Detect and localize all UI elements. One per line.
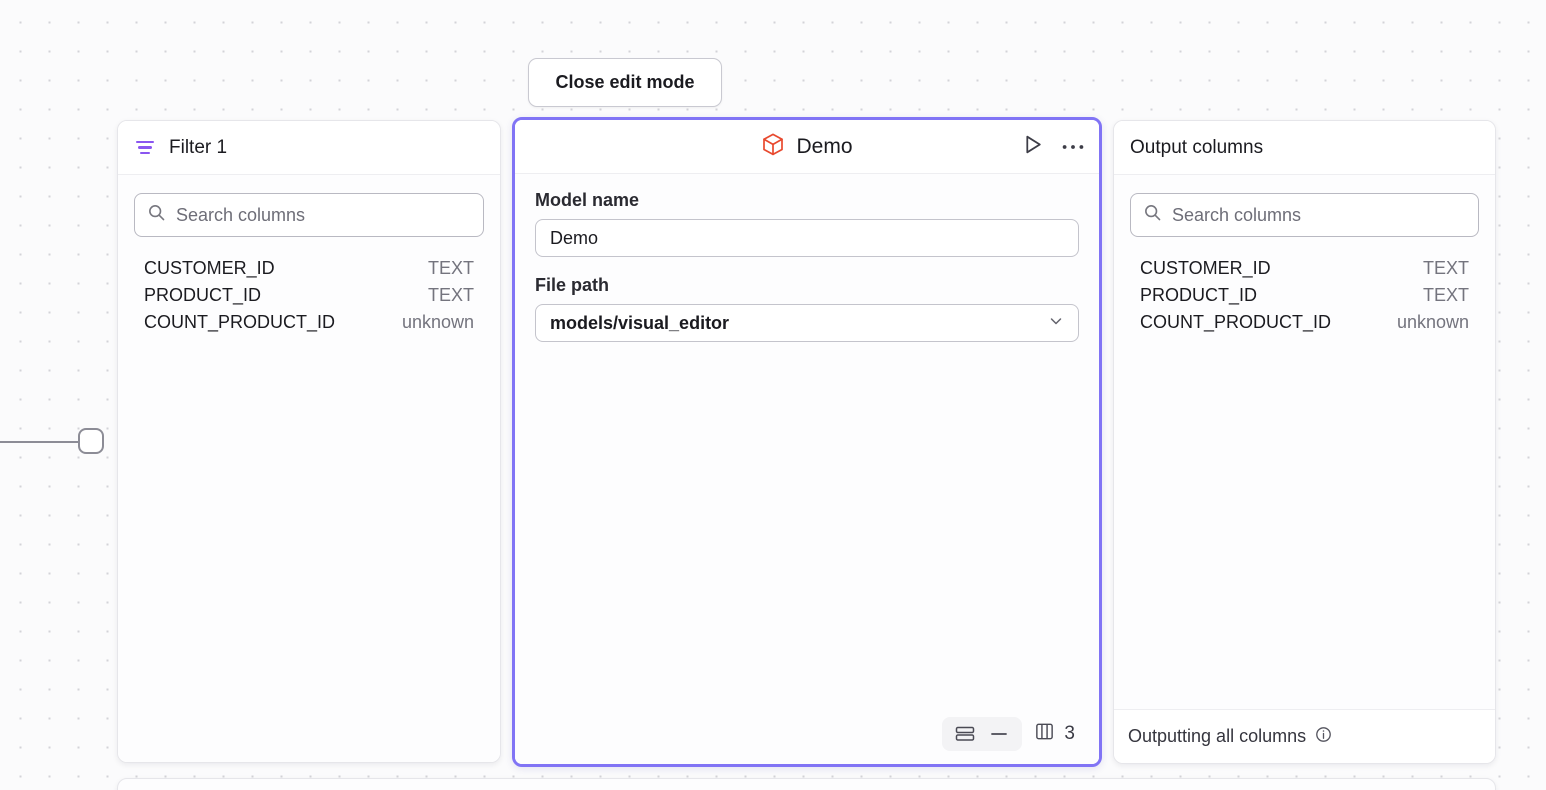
columns-layout-icon[interactable] — [1034, 721, 1055, 747]
next-panel-stub[interactable] — [117, 778, 1496, 790]
output-panel-body: CUSTOMER_ID TEXT PRODUCT_ID TEXT COUNT_P… — [1114, 175, 1495, 709]
column-name: PRODUCT_ID — [1140, 285, 1258, 305]
column-name: CUSTOMER_ID — [144, 258, 275, 278]
flow-edge — [0, 441, 82, 443]
info-icon[interactable] — [1315, 726, 1332, 748]
model-form: Model name Demo File path models/visual_… — [515, 174, 1099, 764]
filter-icon — [134, 137, 156, 159]
column-type: TEXT — [427, 258, 474, 278]
search-icon — [1143, 203, 1162, 227]
model-name-input[interactable]: Demo — [535, 219, 1079, 257]
column-name: CUSTOMER_ID — [1140, 258, 1271, 278]
file-path-value: models/visual_editor — [550, 312, 730, 333]
model-panel[interactable]: Demo Model name Demo File path — [512, 117, 1102, 767]
chevron-down-icon — [1048, 313, 1064, 334]
output-panel-footer: Outputting all columns — [1114, 709, 1495, 763]
filter-panel[interactable]: Filter 1 CUSTOMER_ID TEXT PRODUCT_ID TEX — [117, 120, 501, 763]
filter-panel-header: Filter 1 — [118, 121, 500, 175]
table-row[interactable]: COUNT_PRODUCT_ID unknown — [134, 309, 484, 336]
play-icon[interactable] — [1020, 132, 1045, 162]
ellipsis-icon[interactable] — [1061, 138, 1085, 156]
table-row[interactable]: CUSTOMER_ID TEXT — [134, 255, 484, 282]
column-type: TEXT — [1422, 285, 1469, 305]
output-search-input[interactable] — [1172, 204, 1466, 226]
column-type: TEXT — [1422, 258, 1469, 278]
output-panel-title: Output columns — [1130, 136, 1264, 158]
model-panel-header: Demo — [515, 120, 1099, 174]
layout-toggle-group[interactable] — [942, 717, 1023, 751]
flow-edge-handle[interactable] — [78, 428, 104, 454]
column-type: unknown — [1396, 312, 1469, 332]
filter-column-list: CUSTOMER_ID TEXT PRODUCT_ID TEXT COUNT_P… — [134, 255, 484, 336]
table-row[interactable]: COUNT_PRODUCT_ID unknown — [1130, 309, 1479, 336]
filter-panel-title: Filter 1 — [169, 136, 228, 158]
model-panel-footer: 3 — [942, 716, 1083, 752]
output-panel-header: Output columns — [1114, 121, 1495, 175]
model-panel-title: Demo — [796, 134, 853, 158]
column-type: unknown — [401, 312, 474, 332]
file-path-select[interactable]: models/visual_editor — [535, 304, 1079, 342]
table-row[interactable]: PRODUCT_ID TEXT — [1130, 282, 1479, 309]
cube-icon — [761, 132, 785, 162]
column-type: TEXT — [427, 285, 474, 305]
rows-layout-icon[interactable] — [951, 722, 979, 746]
output-columns-panel[interactable]: Output columns CUSTOMER_ID TEXT PRODUCT_… — [1113, 120, 1496, 764]
minus-icon[interactable] — [985, 722, 1013, 746]
column-name: COUNT_PRODUCT_ID — [144, 312, 336, 332]
column-count-value: 3 — [1064, 723, 1075, 744]
table-row[interactable]: PRODUCT_ID TEXT — [134, 282, 484, 309]
column-count-group[interactable]: 3 — [1026, 716, 1083, 752]
column-name: COUNT_PRODUCT_ID — [1140, 312, 1332, 332]
search-icon — [147, 203, 166, 227]
table-row[interactable]: CUSTOMER_ID TEXT — [1130, 255, 1479, 282]
filter-search-input[interactable] — [176, 204, 471, 226]
model-name-label: Model name — [535, 190, 640, 210]
filter-search-box[interactable] — [134, 193, 484, 237]
output-search-box[interactable] — [1130, 193, 1479, 237]
filter-panel-body: CUSTOMER_ID TEXT PRODUCT_ID TEXT COUNT_P… — [118, 175, 500, 762]
file-path-label: File path — [535, 275, 610, 295]
outputting-all-columns-label: Outputting all columns — [1128, 726, 1307, 746]
close-edit-mode-button[interactable]: Close edit mode — [528, 58, 722, 107]
output-column-list: CUSTOMER_ID TEXT PRODUCT_ID TEXT COUNT_P… — [1130, 255, 1479, 336]
column-name: PRODUCT_ID — [144, 285, 262, 305]
